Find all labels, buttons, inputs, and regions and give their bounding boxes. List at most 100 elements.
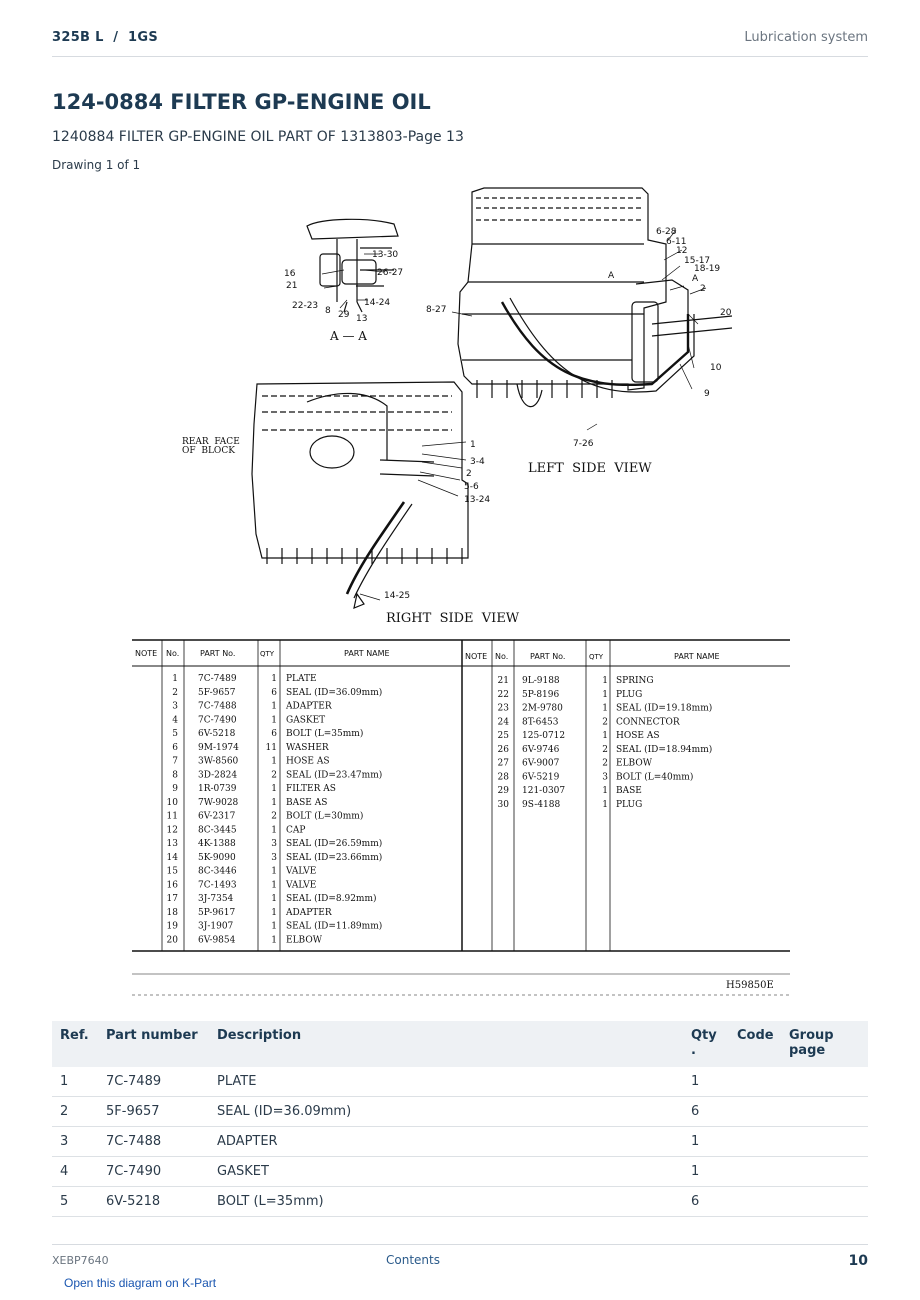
diagram-row-part-name: BOLT (L=30mm) (286, 811, 363, 822)
callout-label: 15-17 (684, 256, 710, 266)
col-part-number: Part number (98, 1021, 209, 1067)
diagram-row-part-name: ELBOW (616, 759, 653, 769)
diagram-row-part-name: SEAL (ID=19.18mm) (616, 703, 712, 714)
diagram-row-part-no: 7W-9028 (198, 798, 239, 808)
diagram-row-part-name: WASHER (286, 743, 329, 753)
diagram-header-note: NOTE (135, 649, 157, 658)
diagram-row-qty: 1 (271, 908, 277, 918)
callout-label: 2 (466, 469, 472, 479)
diagram-header-part-no: PART No. (200, 649, 235, 658)
doc-id: XEBP7640 (52, 1254, 109, 1267)
leader-lines (321, 229, 707, 601)
diagram-row-qty: 1 (271, 894, 277, 904)
table-row: 1 7C-7489 PLATE 1 (52, 1067, 868, 1097)
diagram-row-part-name: HOSE AS (286, 757, 330, 767)
diagram-row-no: 15 (167, 867, 179, 877)
diagram-row-part-no: 4K-1388 (198, 839, 236, 849)
col-description: Description (209, 1021, 683, 1067)
callout-label: 22-23 (292, 301, 318, 311)
diagram-row-no: 14 (167, 853, 179, 863)
diagram-row-no: 10 (167, 798, 179, 808)
col-qty: Qty . (683, 1021, 729, 1067)
diagram-row-qty: 1 (602, 690, 608, 700)
diagram-row-no: 13 (167, 839, 179, 849)
callout-label: 26-27 (377, 268, 403, 278)
diagram-row-part-no: 125-0712 (522, 731, 565, 741)
callout-label: 18-19 (694, 264, 720, 274)
diagram-row-no: 28 (498, 772, 510, 782)
diagram-row-part-name: BOLT (L=40mm) (616, 771, 693, 782)
diagram-row-no: 19 (167, 922, 179, 932)
contents-link[interactable]: Contents (386, 1253, 440, 1267)
diagram-row-qty: 3 (271, 839, 277, 849)
diagram-header-part-name: PART NAME (344, 649, 390, 658)
page-header: 325B L / 1GS Lubrication system (52, 28, 868, 57)
col-code: Code (729, 1021, 781, 1067)
diagram-row-no: 3 (172, 702, 178, 712)
diagram-row-qty: 1 (271, 935, 277, 945)
row-qty: 6 (683, 1186, 729, 1217)
row-code (729, 1156, 781, 1187)
diagram-row-qty: 6 (271, 729, 277, 739)
diagram-row-no: 17 (167, 894, 179, 904)
right-side-view-engine (251, 381, 469, 609)
callout-label: A (692, 274, 699, 284)
diagram-row-part-no: 6V-5219 (522, 772, 560, 782)
diagram-row-part-name: CAP (286, 825, 305, 835)
diagram-row-part-name: CONNECTOR (616, 717, 680, 727)
rear-face-label: REAR FACE (182, 437, 240, 447)
diagram-row-part-no: 121-0307 (522, 786, 565, 796)
row-part-number: 6V-5218 (98, 1186, 209, 1217)
diagram-row-no: 8 (172, 770, 178, 780)
diagram-row-qty: 6 (271, 688, 277, 698)
diagram-row-no: 30 (498, 800, 510, 810)
diagram-row-part-no: 9S-4188 (522, 800, 560, 810)
diagram-row-part-no: 3W-8560 (198, 757, 239, 767)
diagram-row-qty: 1 (602, 676, 608, 686)
diagram-row-qty: 1 (602, 786, 608, 796)
diagram-row-no: 25 (498, 731, 510, 741)
diagram-row-part-no: 7C-7489 (198, 674, 237, 684)
row-part-number: 7C-7488 (98, 1126, 209, 1157)
callout-label: 5-6 (464, 482, 479, 492)
diagram-row-part-no: 6V-2317 (198, 812, 236, 822)
diagram-row-part-no: 3D-2824 (198, 770, 237, 780)
right-side-view-label: RIGHT SIDE VIEW (386, 611, 520, 626)
callout-label: 9 (704, 389, 710, 399)
callout-label: 10 (710, 363, 722, 373)
diagram-row-no: 11 (167, 812, 178, 822)
callout-label: 8 (325, 306, 331, 316)
diagram-row-part-no: 5P-9617 (198, 908, 236, 918)
diagram-row-part-name: SEAL (ID=36.09mm) (286, 687, 382, 698)
diagram-row-part-name: SEAL (ID=23.66mm) (286, 852, 382, 863)
diagram-row-qty: 2 (602, 759, 608, 769)
open-kpart-link[interactable]: Open this diagram on K-Part (64, 1276, 217, 1290)
row-qty: 1 (683, 1156, 729, 1187)
callout-label: 1 (470, 440, 476, 450)
diagram-row-no: 27 (498, 759, 510, 769)
diagram-row-qty: 1 (602, 731, 608, 741)
row-description: PLATE (209, 1067, 683, 1097)
diagram-row-qty: 1 (271, 784, 277, 794)
callout-label: 2 (700, 284, 706, 294)
diagram-row-part-no: 1R-0739 (198, 784, 237, 794)
page-footer: XEBP7640 Contents 10 (52, 1244, 868, 1275)
diagram-row-part-no: 6V-9007 (522, 759, 560, 769)
diagram-row-qty: 2 (271, 812, 277, 822)
diagram-row-no: 1 (172, 674, 178, 684)
row-code (729, 1067, 781, 1097)
row-code (729, 1186, 781, 1217)
row-ref: 3 (52, 1126, 98, 1157)
callout-label: A (608, 271, 615, 281)
diagram-row-part-name: SEAL (ID=26.59mm) (286, 838, 382, 849)
diagram-row-no: 2 (172, 688, 178, 698)
row-group-page (781, 1096, 868, 1127)
callout-label: 14-24 (364, 298, 390, 308)
row-ref: 2 (52, 1096, 98, 1127)
callout-label: 20 (720, 308, 732, 318)
diagram-row-no: 23 (498, 704, 510, 714)
callout-label: 14-25 (384, 591, 410, 601)
row-qty: 6 (683, 1096, 729, 1127)
diagram-row-qty: 1 (271, 880, 277, 890)
diagram-row-part-name: FILTER AS (286, 784, 336, 794)
